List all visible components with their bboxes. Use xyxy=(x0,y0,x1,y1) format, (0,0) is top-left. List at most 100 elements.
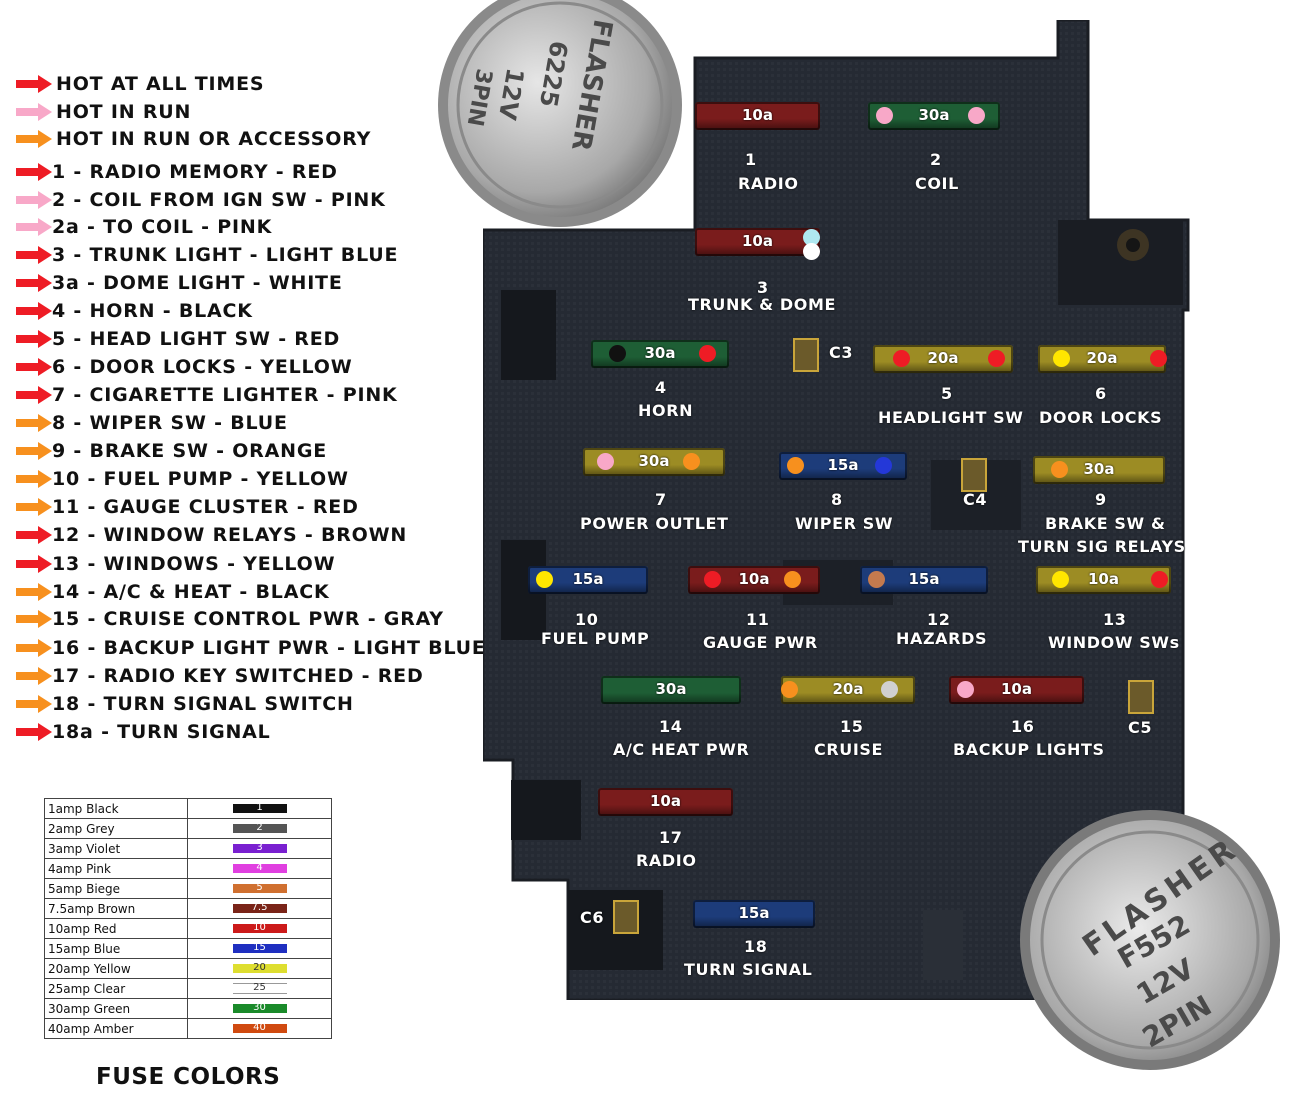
connector-c6-socket xyxy=(613,900,639,934)
arrow-icon xyxy=(16,526,52,544)
fuse-color-swatch-cell: 2 xyxy=(187,818,332,839)
legend-item: 10 - FUEL PUMP - YELLOW xyxy=(16,467,349,491)
fuse-color-label: 4amp Pink xyxy=(44,858,188,879)
legend-text: HOT IN RUN OR ACCESSORY xyxy=(56,128,372,150)
fuse-color-label: 40amp Amber xyxy=(44,1018,188,1039)
fuse-8: 15a xyxy=(779,452,907,480)
fuse-circuit-name: HEADLIGHT SW xyxy=(878,408,1024,427)
legend-item: HOT AT ALL TIMES xyxy=(16,72,264,96)
legend-text: 13 - WINDOWS - YELLOW xyxy=(52,553,336,575)
fuse-color-value: 20 xyxy=(253,962,266,973)
legend-text: 8 - WIPER SW - BLUE xyxy=(52,412,288,434)
fuse-color-swatch: 3 xyxy=(232,842,287,853)
fuse-color-swatch: 1 xyxy=(232,802,287,813)
legend-text: 16 - BACKUP LIGHT PWR - LIGHT BLUE xyxy=(52,637,486,659)
legend-item: 14 - A/C & HEAT - BLACK xyxy=(16,580,330,604)
fuse-amp-rating: 30a xyxy=(644,344,676,362)
fuse-10: 15a xyxy=(528,566,648,594)
legend-item: 12 - WINDOW RELAYS - BROWN xyxy=(16,523,407,547)
fuse-14: 30a xyxy=(601,676,741,704)
fuse-amp-rating: 10a xyxy=(650,792,681,810)
arrow-icon xyxy=(16,498,52,516)
connector-c4-socket xyxy=(961,458,987,492)
legend-item: 6 - DOOR LOCKS - YELLOW xyxy=(16,355,353,379)
legend-text: 2a - TO COIL - PINK xyxy=(52,216,273,238)
fuse-color-swatch-cell: 40 xyxy=(187,1018,332,1039)
fuse-number: 2 xyxy=(930,150,942,169)
fuse-13: 10a xyxy=(1036,566,1171,594)
fuse-circuit-name: RADIO xyxy=(636,851,697,870)
wire-color-dot xyxy=(683,453,700,470)
fuse-number: 18 xyxy=(744,937,768,956)
fuse-color-label: 15amp Blue xyxy=(44,938,188,959)
legend-item: 5 - HEAD LIGHT SW - RED xyxy=(16,327,340,351)
fuse-number: 15 xyxy=(840,717,864,736)
arrow-icon xyxy=(16,75,52,93)
fuse-color-swatch-cell: 30 xyxy=(187,998,332,1019)
legend-text: 18a - TURN SIGNAL xyxy=(52,721,271,743)
fuse-circuit-name: HORN xyxy=(638,401,694,420)
fuse-number: 5 xyxy=(941,384,953,403)
fuse-4: 30a xyxy=(591,340,729,368)
arrow-icon xyxy=(16,386,52,404)
legend-text: 15 - CRUISE CONTROL PWR - GRAY xyxy=(52,608,444,630)
fuse-number: 14 xyxy=(659,717,683,736)
legend-text: 14 - A/C & HEAT - BLACK xyxy=(52,581,330,603)
wire-color-dot xyxy=(784,571,801,588)
connector-c3-socket xyxy=(793,338,819,372)
wire-color-dot xyxy=(881,681,898,698)
wire-color-dot xyxy=(536,571,553,588)
legend-text: 10 - FUEL PUMP - YELLOW xyxy=(52,468,349,490)
fuse-color-value: 3 xyxy=(256,842,263,853)
wire-color-dot xyxy=(968,107,985,124)
wire-color-dot xyxy=(1150,350,1167,367)
fuse-amp-rating: 15a xyxy=(738,904,770,922)
fuse-amp-rating: 10a xyxy=(1088,570,1119,588)
arrow-icon xyxy=(16,723,52,741)
connector-c6-label: C6 xyxy=(580,908,605,927)
fuse-number: 6 xyxy=(1095,384,1107,403)
fuse-color-swatch: 25 xyxy=(232,982,287,994)
fuse-circuit-name: WIPER SW xyxy=(795,514,894,533)
fuse-circuit-name: WINDOW SWs xyxy=(1048,633,1180,652)
arrow-icon xyxy=(16,130,52,148)
fuse-circuit-name: BACKUP LIGHTS xyxy=(953,740,1105,759)
fuse-2: 30a xyxy=(868,102,1000,130)
fuse-color-label: 2amp Grey xyxy=(44,818,188,839)
arrow-icon xyxy=(16,218,52,236)
fuse-amp-rating: 15a xyxy=(827,456,859,474)
fuse-number: 1 xyxy=(745,150,757,169)
fuse-number: 8 xyxy=(831,490,843,509)
legend-text: 4 - HORN - BLACK xyxy=(52,300,253,322)
fuse-color-value: 4 xyxy=(256,862,263,873)
wire-color-dot xyxy=(609,345,626,362)
fuse-circuit-name: RADIO xyxy=(738,174,799,193)
fuse-amp-rating: 10a xyxy=(738,570,770,588)
legend-item: 13 - WINDOWS - YELLOW xyxy=(16,552,335,576)
arrow-icon xyxy=(16,103,52,121)
arrow-icon xyxy=(16,414,52,432)
fuse-color-swatch: 20 xyxy=(232,962,287,973)
wire-color-dot xyxy=(1053,350,1070,367)
fuse-15: 20a xyxy=(781,676,915,704)
arrow-icon xyxy=(16,191,52,209)
arrow-icon xyxy=(16,695,52,713)
fuse-circuit-name: BRAKE SW & xyxy=(1045,514,1166,533)
legend-text: HOT IN RUN xyxy=(56,101,192,123)
wire-color-dot xyxy=(1051,461,1068,478)
fuse-amp-rating: 10a xyxy=(1001,680,1032,698)
fuse-colors-title: FUSE COLORS xyxy=(96,1064,281,1090)
legend-text: 6 - DOOR LOCKS - YELLOW xyxy=(52,356,353,378)
fuse-12: 15a xyxy=(860,566,988,594)
fuse-color-value: 30 xyxy=(253,1002,266,1013)
fuse-color-swatch: 5 xyxy=(232,882,287,893)
arrow-icon xyxy=(16,610,52,628)
legend-text: 3a - DOME LIGHT - WHITE xyxy=(52,272,343,294)
arrow-icon xyxy=(16,442,52,460)
arrow-icon xyxy=(16,358,52,376)
fuse-color-value: 25 xyxy=(253,982,266,993)
fuse-17: 10a xyxy=(598,788,733,816)
wire-color-dot xyxy=(988,350,1005,367)
